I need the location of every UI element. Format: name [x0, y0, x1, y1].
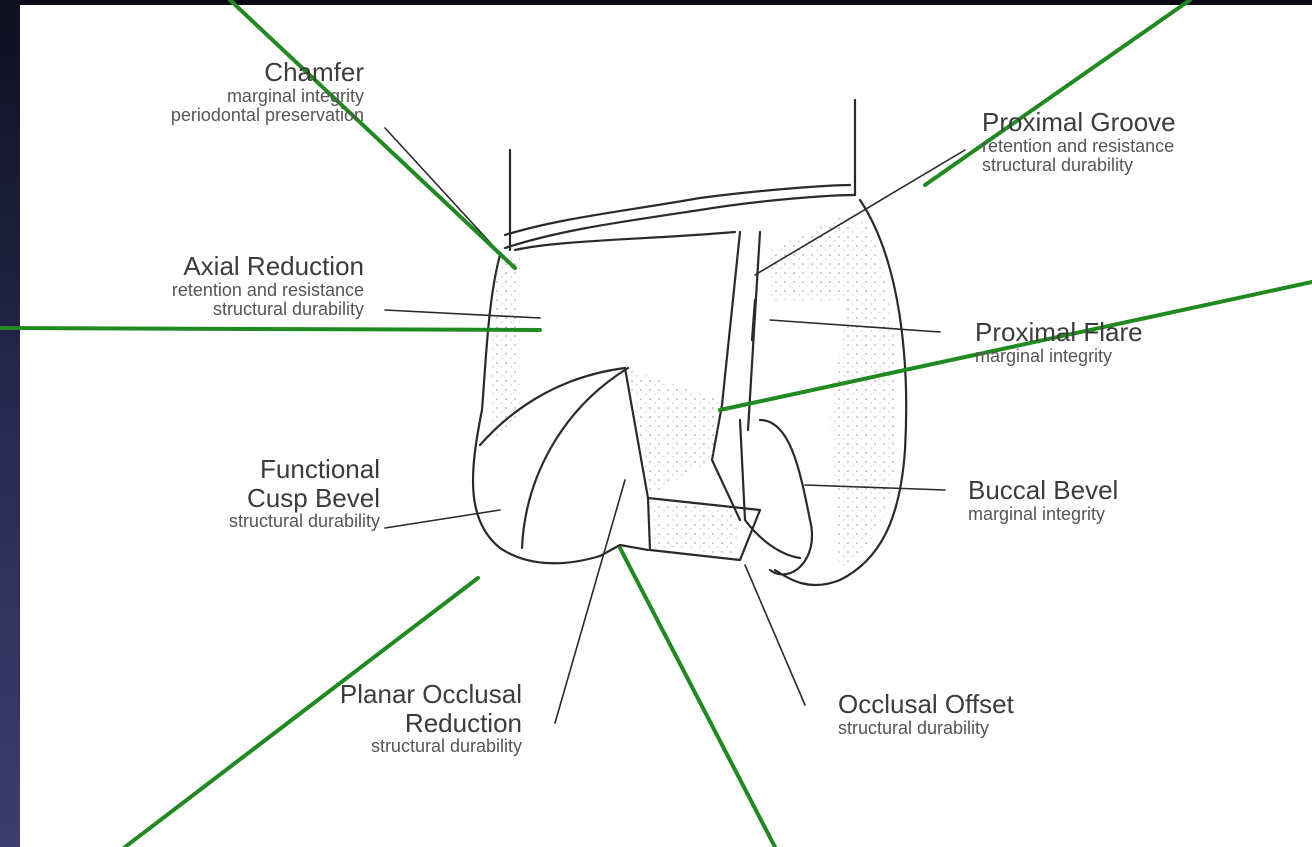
groove-left-edge	[722, 232, 740, 405]
axial-wall-edge	[515, 232, 735, 250]
label-proximal-groove-title: Proximal Groove	[982, 108, 1176, 137]
leader-occlusal-offset	[745, 565, 805, 705]
label-occlusal-offset-sub: structural durability	[838, 719, 1014, 739]
label-occlusal-offset: Occlusal Offset structural durability	[838, 690, 1014, 738]
green-line-chamfer	[230, 0, 515, 268]
label-proximal-groove: Proximal Groove retention and resistance…	[982, 108, 1176, 176]
label-functional-cusp-bevel-sub: structural durability	[229, 512, 380, 532]
label-proximal-flare: Proximal Flare marginal integrity	[975, 318, 1143, 366]
label-planar-occlusal-reduction: Planar Occlusal Reduction structural dur…	[340, 680, 522, 757]
bevel-inner	[760, 420, 812, 574]
label-chamfer: Chamfer marginal integrity periodontal p…	[171, 58, 364, 126]
label-proximal-flare-title: Proximal Flare	[975, 318, 1143, 347]
label-buccal-bevel-sub: marginal integrity	[968, 505, 1118, 525]
label-chamfer-title: Chamfer	[171, 58, 364, 87]
leader-planar-occlusal-reduction	[555, 480, 625, 723]
label-occlusal-offset-title: Occlusal Offset	[838, 690, 1014, 719]
label-axial-reduction-sub-1: retention and resistance	[172, 281, 364, 301]
label-functional-cusp-bevel: Functional Cusp Bevel structural durabil…	[229, 455, 380, 532]
die-top-band-inner	[505, 185, 850, 235]
label-proximal-groove-sub-1: retention and resistance	[982, 137, 1176, 157]
label-buccal-bevel: Buccal Bevel marginal integrity	[968, 476, 1118, 524]
label-proximal-flare-sub: marginal integrity	[975, 347, 1143, 367]
green-line-axial	[0, 328, 540, 330]
label-functional-cusp-bevel-title-1: Functional	[229, 455, 380, 484]
label-axial-reduction-title: Axial Reduction	[172, 252, 364, 281]
label-planar-title-2: Reduction	[340, 709, 522, 738]
label-planar-title-1: Planar Occlusal	[340, 680, 522, 709]
label-axial-reduction: Axial Reduction retention and resistance…	[172, 252, 364, 320]
label-proximal-groove-sub-2: structural durability	[982, 156, 1176, 176]
cusp-curve	[522, 368, 628, 548]
label-buccal-bevel-title: Buccal Bevel	[968, 476, 1118, 505]
label-functional-cusp-bevel-title-2: Cusp Bevel	[229, 484, 380, 513]
label-chamfer-sub-2: periodontal preservation	[171, 106, 364, 126]
label-planar-sub: structural durability	[340, 737, 522, 757]
green-line-offset	[620, 548, 775, 847]
label-chamfer-sub-1: marginal integrity	[171, 87, 364, 107]
label-axial-reduction-sub-2: structural durability	[172, 300, 364, 320]
